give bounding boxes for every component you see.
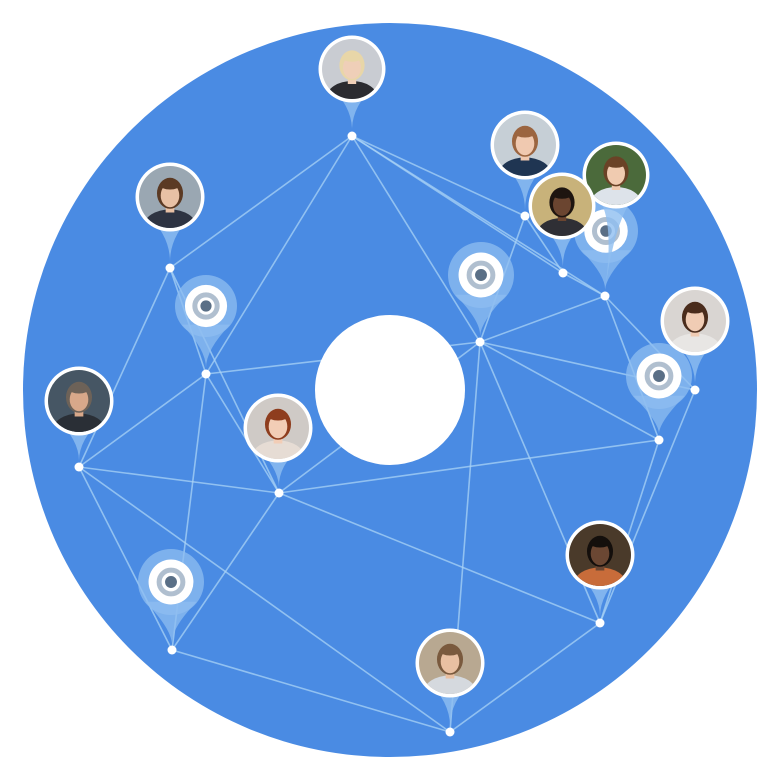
connection-line xyxy=(78,373,207,468)
connection-line xyxy=(169,135,353,269)
connection-line xyxy=(562,272,606,297)
map-pins xyxy=(44,35,730,737)
connection-line xyxy=(205,135,353,375)
network-node-dot xyxy=(690,385,700,395)
connection-line xyxy=(278,492,601,624)
connection-line xyxy=(205,373,280,494)
empty-location-pin-icon[interactable] xyxy=(626,343,692,434)
person-avatar-woman-smiling[interactable] xyxy=(660,286,730,385)
connection-line xyxy=(449,622,601,733)
network-node-dot xyxy=(347,131,357,141)
network-node-dot xyxy=(274,488,284,498)
person-avatar-redhead-woman[interactable] xyxy=(243,393,313,488)
network-node-dot xyxy=(558,268,568,278)
connection-line xyxy=(171,492,280,651)
person-avatar-woman-glasses[interactable] xyxy=(565,520,635,618)
person-avatar-man-glasses[interactable] xyxy=(415,628,485,727)
connection-line xyxy=(479,295,606,343)
person-avatar-blonde-woman[interactable] xyxy=(318,35,386,131)
network-node-dot xyxy=(74,462,84,472)
connection-line xyxy=(78,267,171,468)
person-avatar-older-man[interactable] xyxy=(44,366,114,462)
person-avatar-man-smiling[interactable] xyxy=(528,172,596,268)
connection-line xyxy=(78,466,451,733)
connection-line xyxy=(78,466,280,494)
empty-location-pin-icon[interactable] xyxy=(175,275,237,368)
network-node-dot xyxy=(165,263,175,273)
connection-line xyxy=(599,439,660,624)
network-node-dot xyxy=(201,369,211,379)
connection-line xyxy=(171,649,451,733)
network-node-dot xyxy=(167,645,177,655)
connection-line xyxy=(479,341,660,441)
person-avatar-man-suit[interactable] xyxy=(135,162,205,263)
connection-line xyxy=(524,215,564,274)
person-avatar-woman-brown-hair[interactable] xyxy=(490,110,560,211)
network-node-dot xyxy=(445,727,455,737)
network-node-dot xyxy=(595,618,605,628)
network-node-dot xyxy=(475,337,485,347)
empty-location-pin-icon[interactable] xyxy=(138,549,204,644)
empty-location-pin-icon[interactable] xyxy=(448,242,514,336)
center-hole xyxy=(315,315,465,465)
network-node-dot xyxy=(600,291,610,301)
person-avatar-man-beard[interactable] xyxy=(582,141,650,291)
connection-line xyxy=(78,466,173,651)
connection-line xyxy=(351,135,481,343)
connection-line xyxy=(278,439,660,494)
network-node-dot xyxy=(520,211,530,221)
connection-line xyxy=(351,135,526,217)
network-node-dot xyxy=(654,435,664,445)
